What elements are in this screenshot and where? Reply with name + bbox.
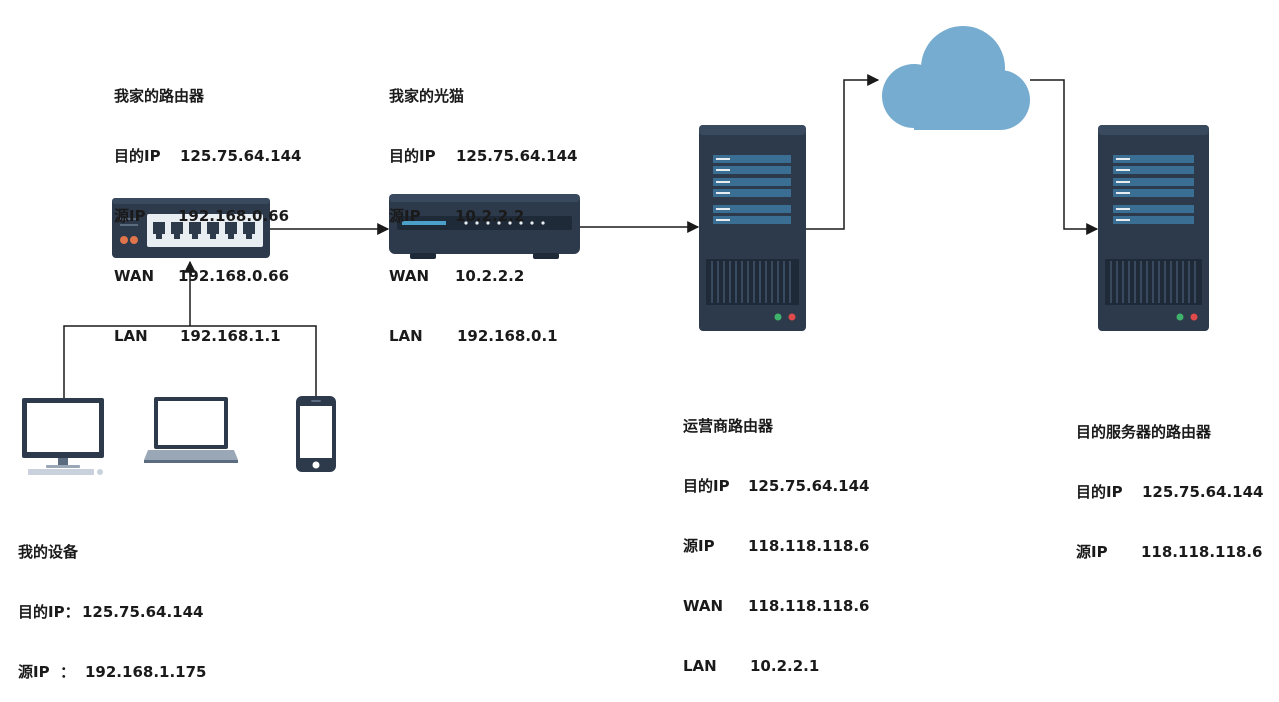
phone-icon bbox=[296, 396, 336, 472]
edge-cloud-to-target bbox=[1030, 79, 1099, 235]
router-icon bbox=[112, 198, 270, 258]
isp-router-title: 运营商路由器 bbox=[683, 417, 774, 435]
modem-icon bbox=[389, 194, 580, 259]
my-device-label: 我的设备 目的IP：125.75.64.144 源IP ：192.168.1.1… bbox=[18, 502, 207, 702]
laptop-icon bbox=[144, 397, 238, 463]
server-icon bbox=[1098, 125, 1209, 331]
server-icon bbox=[699, 125, 806, 331]
desktop-icon bbox=[22, 398, 104, 475]
connections bbox=[63, 74, 1099, 398]
network-diagram bbox=[22, 26, 1209, 475]
edge-devices-to-router bbox=[63, 262, 317, 398]
my-device-row: 目的IP：125.75.64.144 bbox=[18, 603, 204, 621]
cloud-icon bbox=[882, 26, 1030, 130]
my-router-title: 我家的路由器 bbox=[114, 87, 205, 105]
my-device-title: 我的设备 bbox=[18, 543, 79, 561]
edge-isp-to-cloud bbox=[806, 74, 880, 230]
target-router-title: 目的服务器的路由器 bbox=[1076, 423, 1212, 441]
my-device-row: 源IP ：192.168.1.175 bbox=[18, 663, 207, 681]
my-modem-title: 我家的光猫 bbox=[389, 87, 465, 105]
